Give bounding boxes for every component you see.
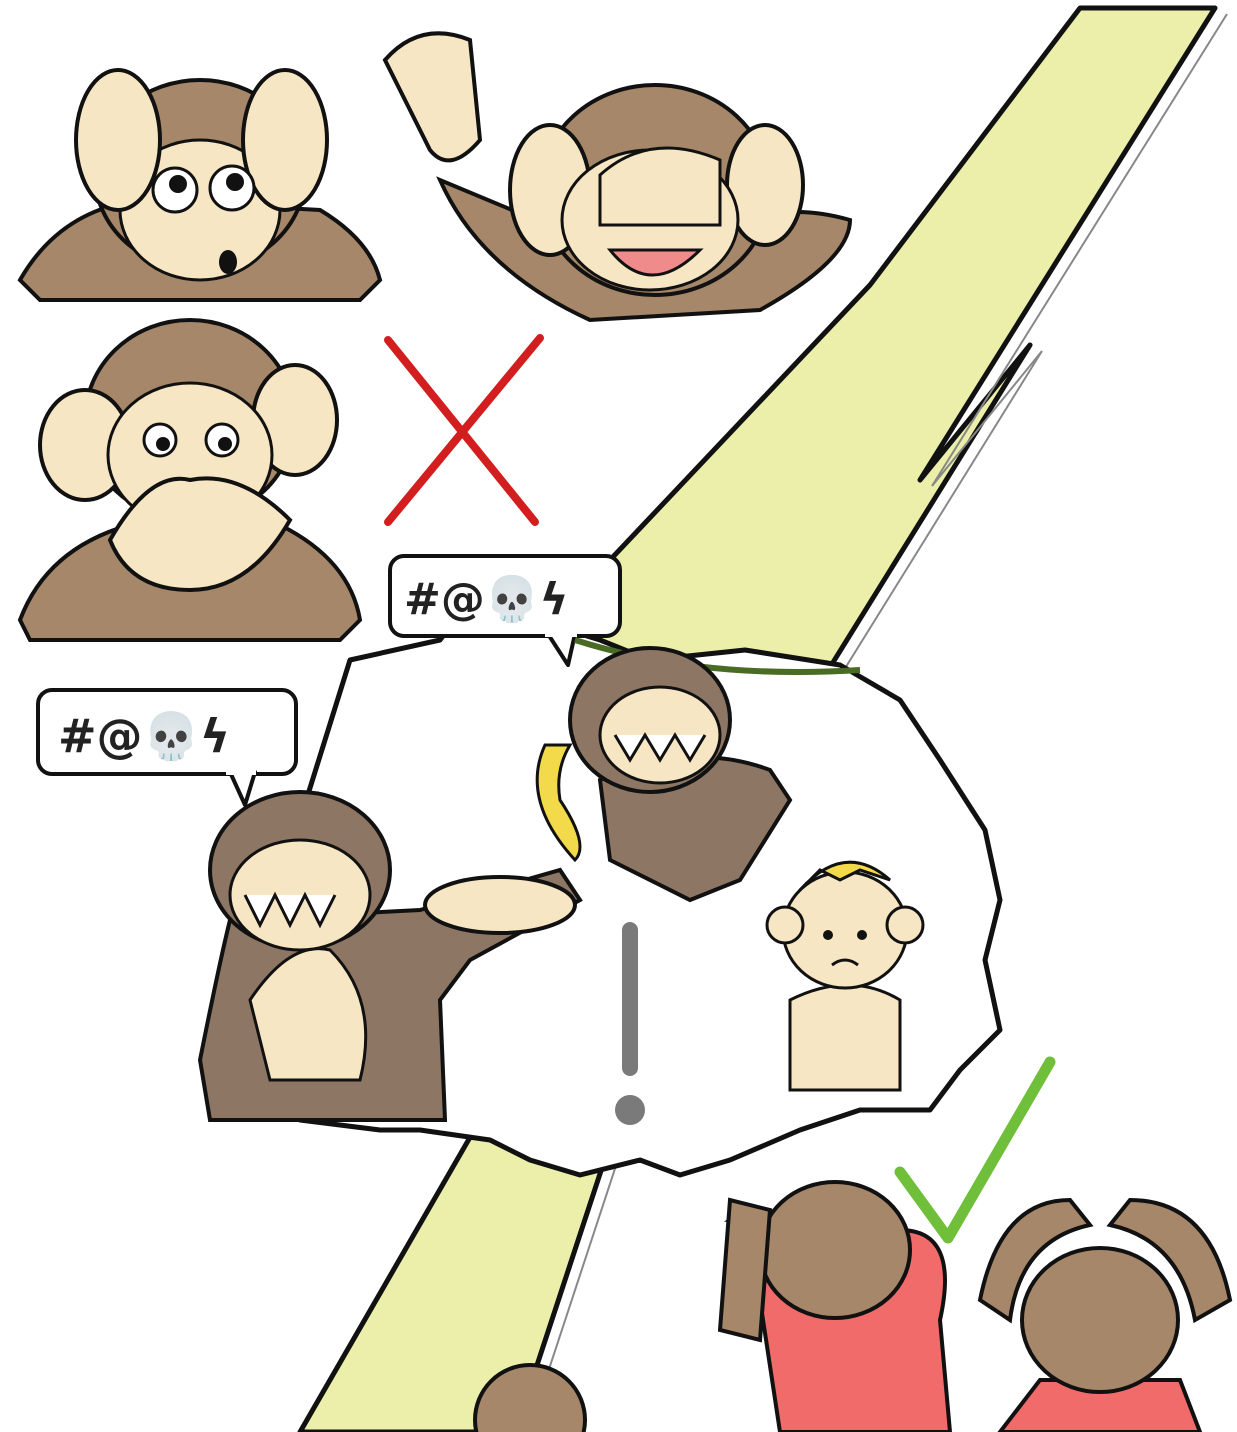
monkey-bottom-partial xyxy=(473,1363,587,1432)
banana-icon xyxy=(535,743,582,863)
vine xyxy=(574,637,861,675)
angry-monkey-pointing xyxy=(197,790,583,1122)
monkey-heart-hands xyxy=(977,1197,1233,1432)
angry-monkey-hanging xyxy=(535,646,793,903)
red-x-icon xyxy=(384,334,544,526)
sad-monkey xyxy=(765,860,925,1092)
green-check-icon xyxy=(894,1056,1056,1244)
bubble-right-text: #@💀ϟ xyxy=(404,574,569,625)
monkey-speak-no-evil xyxy=(17,318,363,642)
bubble-left-text: #@💀ϟ xyxy=(58,709,230,763)
monkey-cheering xyxy=(717,1180,953,1432)
monkey-see-no-evil xyxy=(382,31,853,323)
speech-bubble-left: #@💀ϟ xyxy=(36,688,298,807)
monkey-hear-no-evil xyxy=(17,68,383,302)
exclamation-icon xyxy=(615,922,645,1125)
speech-bubble-right: #@💀ϟ xyxy=(388,554,622,667)
